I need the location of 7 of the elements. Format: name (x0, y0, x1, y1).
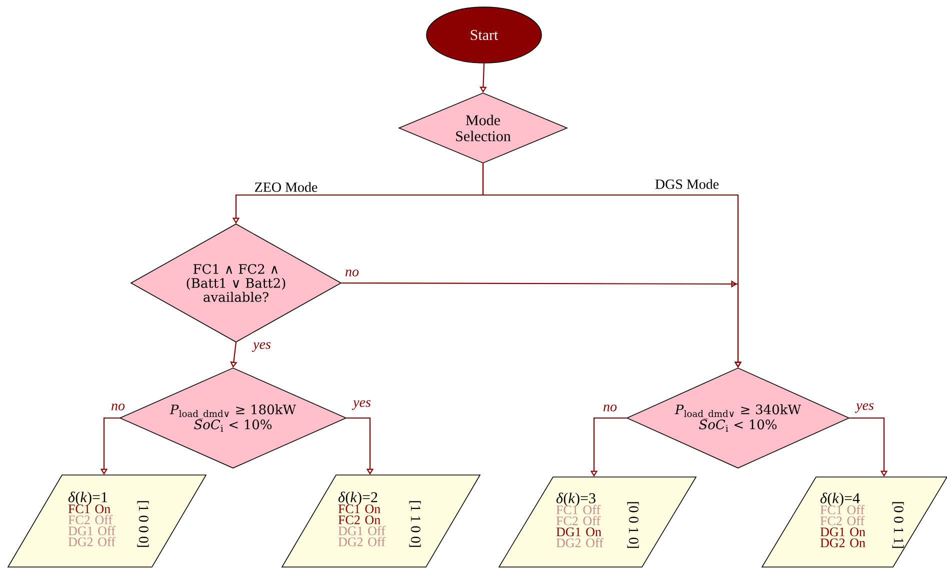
edge-label: yes (854, 403, 874, 413)
edge-label: yes (252, 342, 271, 352)
edge-label: no (346, 270, 359, 276)
edge-label: no (604, 404, 617, 412)
edge-label: yes (352, 400, 371, 410)
edge-label: ZEO Mode (255, 182, 318, 192)
edge-label: DGS Mode (655, 179, 719, 189)
